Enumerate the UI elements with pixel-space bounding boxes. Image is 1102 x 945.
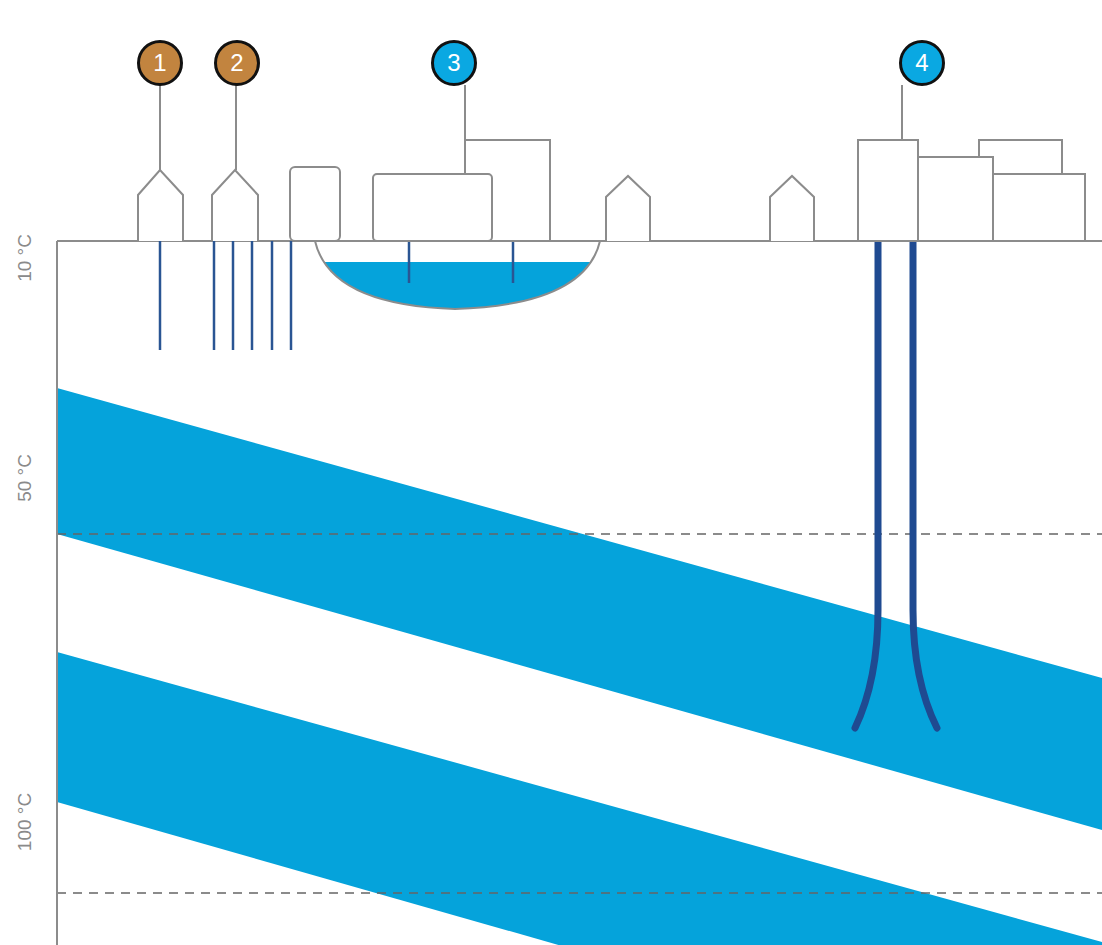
temperature-label: 10 °C: [14, 234, 36, 282]
callout-circle: 4: [899, 40, 945, 86]
buildings: [138, 140, 1085, 241]
basin-outline: [315, 241, 600, 309]
callout-circle: 2: [214, 40, 260, 86]
callout-number: 2: [230, 51, 243, 75]
callout-number: 4: [915, 51, 928, 75]
callout-circle: 3: [431, 40, 477, 86]
callout-number: 1: [153, 51, 166, 75]
aquifer-band: [57, 652, 1102, 945]
temperature-label: 100 °C: [14, 793, 36, 851]
deep-well: [855, 241, 878, 728]
isotherm-line: [57, 892, 1102, 894]
well-line: [512, 241, 515, 283]
isotherm-line: [57, 533, 1102, 535]
deep-well: [913, 241, 937, 728]
depth-axis: [56, 241, 58, 945]
callout-number: 3: [447, 51, 460, 75]
callout-circle: 1: [137, 40, 183, 86]
well-line: [408, 241, 411, 283]
temperature-label: 50 °C: [14, 454, 36, 502]
borehole-probes: [160, 241, 291, 350]
leader-lines: [160, 85, 902, 174]
shallow-aquifer: [315, 262, 600, 309]
